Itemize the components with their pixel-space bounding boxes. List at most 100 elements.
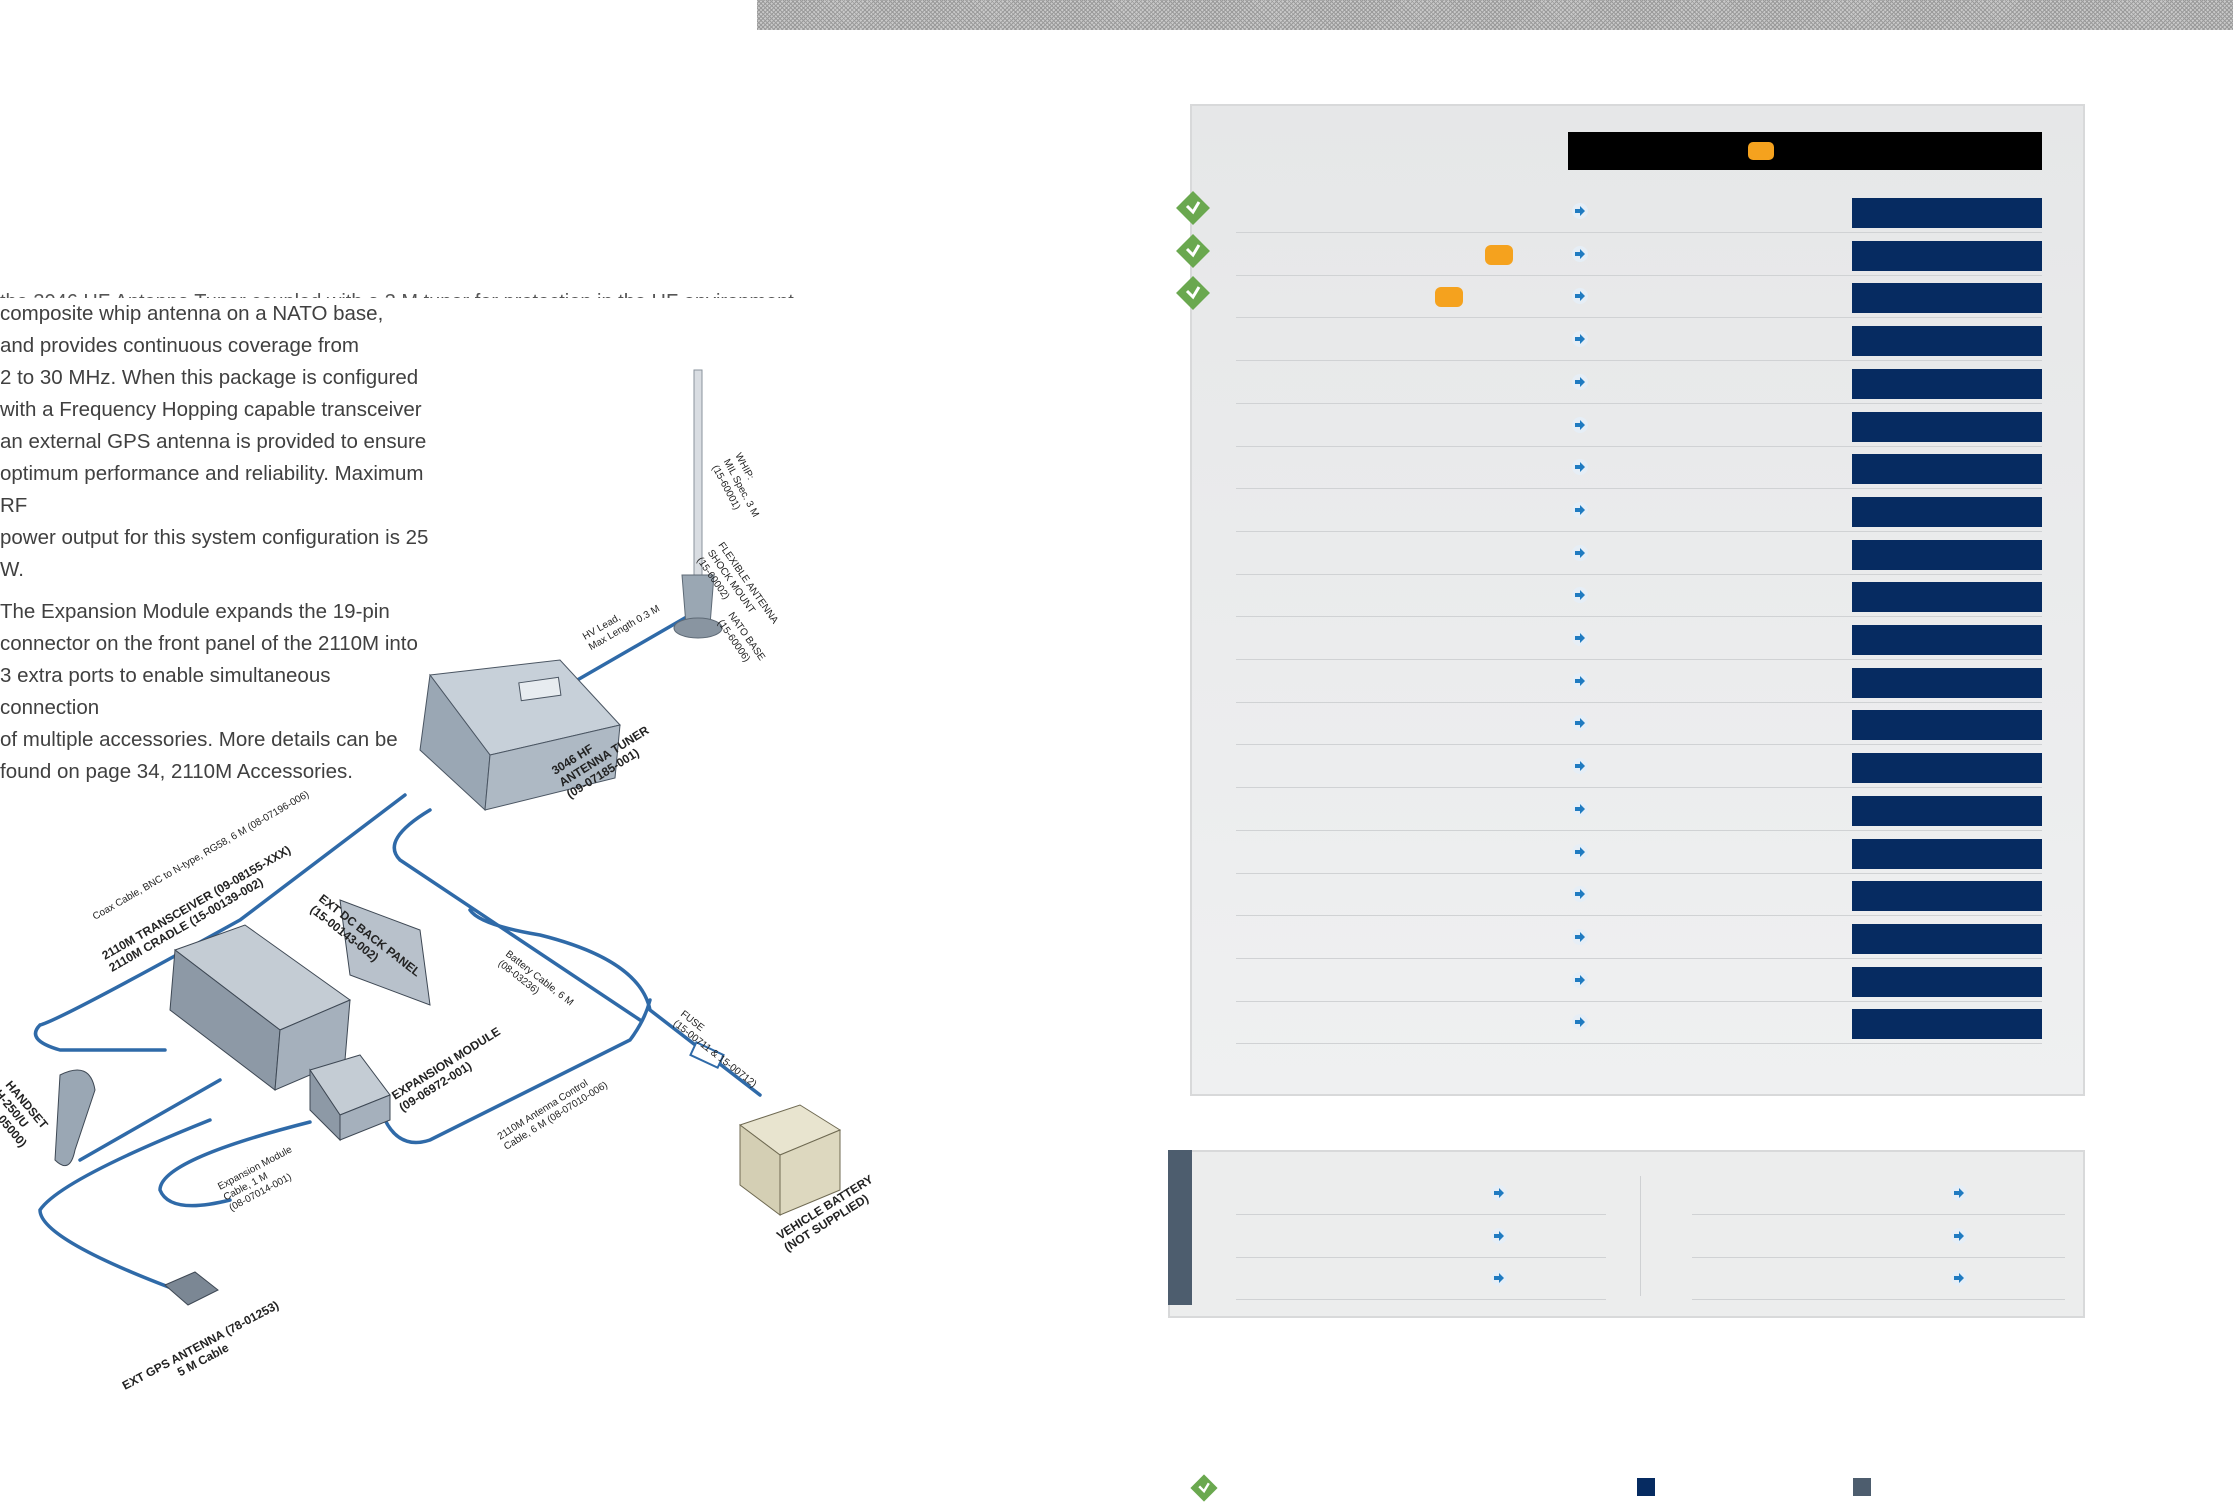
accessory-row — [1692, 1257, 2065, 1300]
dc-back-panel — [339, 899, 431, 1006]
arrow-right-icon[interactable] — [1571, 458, 1589, 476]
table-row — [1236, 745, 2042, 788]
spec-cell — [1852, 454, 2042, 484]
spec-cell — [1852, 668, 2042, 698]
arrow-right-icon[interactable] — [1571, 1013, 1589, 1031]
spec-cell — [1852, 710, 2042, 740]
table-row — [1236, 617, 2042, 660]
spec-cell — [1852, 198, 2042, 228]
svg-text:2110M Antenna ControlCable, 6: 2110M Antenna ControlCable, 6 M (08-0701… — [496, 1070, 610, 1153]
arrow-right-icon[interactable] — [1571, 672, 1589, 690]
arrow-right-icon[interactable] — [1950, 1184, 1968, 1202]
battery-cable — [468, 908, 762, 1097]
table-row — [1236, 660, 2042, 703]
spec-cell — [1852, 967, 2042, 997]
arrow-right-icon[interactable] — [1490, 1227, 1508, 1245]
table-row — [1236, 574, 2042, 617]
svg-text:HANDSETH-250/U(78-05000): HANDSETH-250/U(78-05000) — [0, 1078, 51, 1150]
spec-cell — [1852, 412, 2042, 442]
check-diamond-icon — [1190, 1474, 1218, 1502]
paragraph-2: The Expansion Module expands the 19-pin … — [0, 600, 418, 783]
spec-cell — [1852, 540, 2042, 570]
arrow-right-icon[interactable] — [1571, 245, 1589, 263]
arrow-right-icon[interactable] — [1571, 757, 1589, 775]
arrow-right-icon[interactable] — [1571, 330, 1589, 348]
hv-lead-cable — [558, 613, 692, 692]
table-row — [1236, 361, 2042, 404]
whip-antenna — [673, 369, 723, 639]
table-row — [1236, 873, 2042, 916]
panel-side-tab — [1168, 1150, 1192, 1305]
expansion-cable — [158, 1120, 312, 1208]
transceiver — [169, 924, 352, 1091]
svg-text:FUSE(15-00711 & 15-00712): FUSE(15-00711 & 15-00712) — [671, 1009, 766, 1090]
spec-cell — [1852, 1009, 2042, 1039]
arrow-right-icon[interactable] — [1571, 416, 1589, 434]
paragraph-1: composite whip antenna on a NATO base, a… — [0, 302, 429, 581]
accessory-panel — [1168, 1150, 2085, 1318]
arrow-right-icon[interactable] — [1571, 544, 1589, 562]
option-badge — [1485, 245, 1513, 265]
table-row — [1236, 275, 2042, 318]
table-row — [1236, 532, 2042, 575]
option-badge — [1435, 287, 1463, 307]
table-row — [1236, 702, 2042, 745]
system-diagram: WHIP:MIL Spec. 3 M(15-60001) FLEXIBLE AN… — [0, 360, 900, 1420]
table-row — [1236, 404, 2042, 447]
arrow-right-icon[interactable] — [1571, 373, 1589, 391]
arrow-right-icon[interactable] — [1571, 971, 1589, 989]
accessory-row — [1692, 1215, 2065, 1258]
column-divider — [1640, 1176, 1641, 1296]
accessory-row — [1236, 1257, 1606, 1300]
spec-cell — [1852, 625, 2042, 655]
spec-cell — [1852, 497, 2042, 527]
handset — [54, 1069, 96, 1167]
antenna-control-cable — [383, 998, 652, 1145]
spec-cell — [1852, 326, 2042, 356]
table-row — [1236, 788, 2042, 831]
arrow-right-icon[interactable] — [1571, 501, 1589, 519]
spec-cell — [1852, 283, 2042, 313]
legend-check — [1188, 1472, 1220, 1509]
table-row — [1236, 959, 2042, 1002]
accessory-row — [1236, 1172, 1606, 1215]
accessory-row — [1236, 1215, 1606, 1258]
legend-navy-square — [1637, 1478, 1655, 1496]
gps-cable — [38, 1118, 212, 1297]
svg-text:Expansion ModuleCable, 1 M(08-: Expansion ModuleCable, 1 M(08-07014-001) — [216, 1144, 305, 1214]
svg-text:EXPANSION MODULE(09-06972-001): EXPANSION MODULE(09-06972-001) — [389, 1024, 510, 1114]
table-row — [1236, 916, 2042, 959]
spec-cell — [1852, 881, 2042, 911]
accessory-row — [1692, 1172, 2065, 1215]
svg-text:HV Lead,Max Length 0.3 M: HV Lead,Max Length 0.3 M — [581, 593, 662, 653]
arrow-right-icon[interactable] — [1571, 629, 1589, 647]
spec-cell — [1852, 753, 2042, 783]
arrow-right-icon[interactable] — [1571, 800, 1589, 818]
arrow-right-icon[interactable] — [1571, 287, 1589, 305]
spec-cell — [1852, 582, 2042, 612]
fuse — [689, 1040, 725, 1070]
arrow-right-icon[interactable] — [1571, 843, 1589, 861]
arrow-right-icon[interactable] — [1571, 928, 1589, 946]
table-row — [1236, 233, 2042, 276]
check-diamond-icon — [1173, 231, 1213, 271]
arrow-right-icon[interactable] — [1571, 885, 1589, 903]
clipped-text-line: the 3046 HF Antenna Tuner coupled with a… — [0, 286, 860, 298]
arrow-right-icon[interactable] — [1950, 1227, 1968, 1245]
expansion-module — [309, 1054, 391, 1142]
table-row — [1236, 190, 2042, 233]
arrow-right-icon[interactable] — [1950, 1269, 1968, 1287]
svg-text:Battery Cable, 6 M(08-03236): Battery Cable, 6 M(08-03236) — [496, 949, 575, 1018]
arrow-right-icon[interactable] — [1571, 586, 1589, 604]
svg-text:EXT GPS ANTENNA (78-01253)5 M: EXT GPS ANTENNA (78-01253)5 M Cable — [120, 1298, 288, 1405]
arrow-right-icon[interactable] — [1490, 1269, 1508, 1287]
arrow-right-icon[interactable] — [1571, 202, 1589, 220]
table-row — [1236, 831, 2042, 874]
arrow-right-icon[interactable] — [1571, 714, 1589, 732]
header-badge — [1748, 142, 1774, 160]
spec-cell — [1852, 241, 2042, 271]
check-diamond-icon — [1173, 273, 1213, 313]
table-header-bar — [1568, 132, 2042, 170]
arrow-right-icon[interactable] — [1490, 1184, 1508, 1202]
table-row — [1236, 1001, 2042, 1044]
